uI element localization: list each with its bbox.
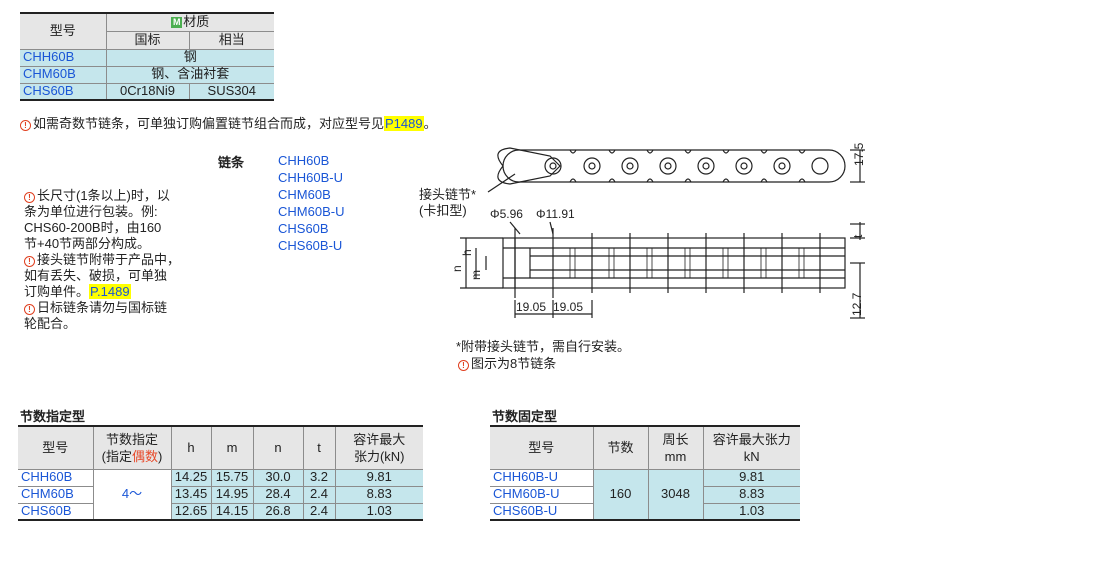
odd-links-note: !如需奇数节链条，可单独订购偏置链节组合而成，对应型号见P1489。 <box>20 116 437 132</box>
cell-n: 30.0 <box>252 468 304 487</box>
diagram-note-2: !图示为8节链条 <box>458 356 556 372</box>
cell-t: 2.4 <box>302 502 336 521</box>
material-cell: 钢、含油衬套 <box>105 65 275 84</box>
cell-tension: 9.81 <box>334 468 423 487</box>
cell-tension: 8.83 <box>334 485 423 504</box>
model-link-chm60b[interactable]: CHM60B <box>20 65 107 84</box>
chain-model-link[interactable]: CHM60B <box>278 187 331 202</box>
chain-plate-outline <box>502 149 846 183</box>
links-value: 4～ <box>92 468 172 521</box>
chain-model-link[interactable]: CHS60B-U <box>278 238 343 253</box>
material-cell: 钢 <box>105 48 275 67</box>
col-t: t <box>302 425 336 470</box>
page-link-p1489[interactable]: P1489 <box>384 116 424 131</box>
cell-m: 14.95 <box>210 485 254 504</box>
warning-icon: ! <box>24 304 35 315</box>
cell-h: 12.65 <box>170 502 212 521</box>
cell-h: 13.45 <box>170 485 212 504</box>
links-value: 160 <box>592 468 649 521</box>
fixed-table-title: 节数固定型 <box>492 409 558 424</box>
col-perimeter: 周长 mm <box>647 425 704 470</box>
perimeter-value: 3048 <box>647 468 704 521</box>
equiv-header: 相当 <box>188 30 275 50</box>
pitch-dim-2: 19.05 <box>553 300 584 314</box>
col-m: m <box>210 425 254 470</box>
col-n: n <box>252 425 304 470</box>
col-tension: 容许最大张力 kN <box>702 425 800 470</box>
spec-model-link[interactable]: CHS60B <box>18 502 94 521</box>
phi1-label: Φ5.96 <box>490 207 523 221</box>
model-link-chs60b[interactable]: CHS60B <box>20 82 107 101</box>
model-header: 型号 <box>20 12 107 50</box>
material-badge-icon: M <box>171 17 183 29</box>
cell-n: 28.4 <box>252 485 304 504</box>
pitch-dim-1: 19.05 <box>516 300 547 314</box>
model-link-chh60b[interactable]: CHH60B <box>20 48 107 67</box>
clip-type-label: (卡扣型) <box>419 203 467 218</box>
fixed-model-link[interactable]: CHS60B-U <box>490 502 594 521</box>
cell-tension: 1.03 <box>702 502 800 521</box>
dim-h: h <box>460 249 474 256</box>
page-link-p1489[interactable]: P.1489 <box>89 284 131 299</box>
plate-segments <box>569 248 805 278</box>
gb-header: 国标 <box>105 30 190 50</box>
phi2-label: Φ11.91 <box>536 207 575 221</box>
chain-pins <box>544 157 829 175</box>
fixed-table: 型号 节数 周长 mm 容许最大张力 kN CHH60B-U 160 3048 … <box>490 425 800 521</box>
left-notes: !长尺寸(1条以上)时，以 条为单位进行包装。例: CHS60-200B时，由1… <box>24 188 181 331</box>
dim-t: t <box>851 234 865 238</box>
col-h: h <box>170 425 212 470</box>
warning-icon: ! <box>20 120 31 131</box>
cell-t: 2.4 <box>302 485 336 504</box>
col-model: 型号 <box>18 425 94 470</box>
dim-n: n <box>450 265 464 272</box>
cell-m: 14.15 <box>210 502 254 521</box>
warning-icon: ! <box>458 360 469 371</box>
side-view-outline <box>502 237 846 289</box>
chain-diagram <box>460 147 865 319</box>
spec-table-title: 节数指定型 <box>20 409 86 424</box>
cell-h: 14.25 <box>170 468 212 487</box>
chain-model-link[interactable]: CHM60B-U <box>278 204 345 219</box>
material-equiv-cell: SUS304 <box>188 82 275 101</box>
dim-m: m <box>469 270 483 280</box>
spec-model-link[interactable]: CHM60B <box>18 485 94 504</box>
chain-model-link[interactable]: CHS60B <box>278 221 329 236</box>
fixed-model-link[interactable]: CHM60B-U <box>490 485 594 504</box>
dim-17-5: 17.5 <box>852 142 866 166</box>
col-model: 型号 <box>490 425 594 470</box>
chain-model-link[interactable]: CHH60B <box>278 153 330 168</box>
spec-model-link[interactable]: CHH60B <box>18 468 94 487</box>
col-tension: 容许最大 张力(kN) <box>334 425 423 470</box>
diagram-note-1: *附带接头链节，需自行安装。 <box>456 339 631 354</box>
chain-label: 链条 <box>218 155 245 170</box>
cell-tension: 9.81 <box>702 468 800 487</box>
cell-tension: 8.83 <box>702 485 800 504</box>
spec-table: 型号 节数指定 (指定偶数) h m n t 容许最大 张力(kN) CHH60… <box>18 425 423 521</box>
cell-t: 3.2 <box>302 468 336 487</box>
side-pins <box>514 228 821 298</box>
cell-tension: 1.03 <box>334 502 423 521</box>
joint-link-label: 接头链节* <box>419 187 477 202</box>
warning-icon: ! <box>24 192 35 203</box>
col-links: 节数指定 (指定偶数) <box>92 425 172 470</box>
chain-model-link[interactable]: CHH60B-U <box>278 170 344 185</box>
col-links: 节数 <box>592 425 649 470</box>
chain-model-list: CHH60B CHH60B-U CHM60B CHM60B-U CHS60B C… <box>278 152 344 254</box>
material-gb-cell: 0Cr18Ni9 <box>105 82 190 101</box>
warning-icon: ! <box>24 256 35 267</box>
cell-n: 26.8 <box>252 502 304 521</box>
fixed-model-link[interactable]: CHH60B-U <box>490 468 594 487</box>
dim-12-7: 12.7 <box>850 292 864 316</box>
joint-link-clip <box>497 147 561 185</box>
cell-m: 15.75 <box>210 468 254 487</box>
